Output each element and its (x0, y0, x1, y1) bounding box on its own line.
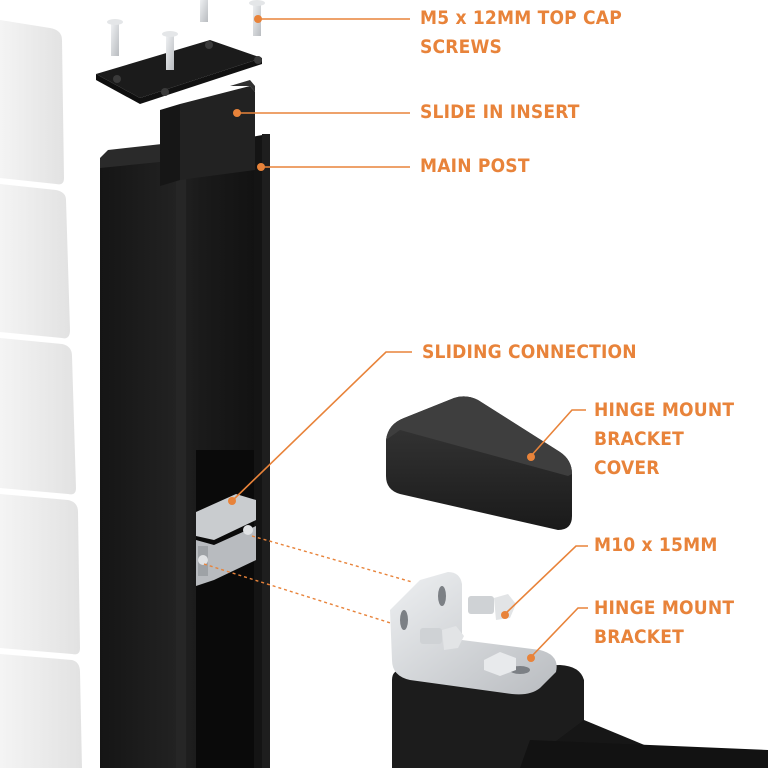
callout-dots (228, 15, 535, 662)
callout-hinge-mount-bracket-cover: HINGE MOUNT BRACKET COVER (594, 396, 734, 483)
screw-icon (200, 0, 208, 22)
sliding-connection-part (196, 494, 256, 586)
callout-main-post: MAIN POST (420, 152, 530, 181)
callout-slide-in-insert: SLIDE IN INSERT (420, 98, 580, 127)
callout-line: BRACKET (594, 428, 684, 450)
callout-bolt-size: M10 x 15MM (594, 531, 718, 560)
slide-in-insert (160, 80, 255, 186)
callout-line: M5 x 12MM TOP CAP (420, 7, 622, 29)
callout-sliding-connection: SLIDING CONNECTION (422, 338, 637, 367)
callout-top-cap-screws: M5 x 12MM TOP CAP SCREWS (420, 4, 622, 62)
hinge-mount-bracket-part (390, 572, 557, 695)
callout-hinge-mount-bracket: HINGE MOUNT BRACKET (594, 594, 734, 652)
callout-line: SCREWS (420, 36, 503, 58)
wall-blocks (0, 20, 82, 768)
top-cap-plate (96, 40, 262, 104)
callout-line: HINGE MOUNT (594, 597, 735, 619)
callout-line: BRACKET (594, 626, 684, 648)
callout-line: SLIDING CONNECTION (422, 341, 637, 363)
callout-line: M10 x 15MM (594, 534, 718, 556)
main-post-body (100, 134, 270, 768)
screw-icon (107, 19, 123, 56)
hinge-mount-bracket-cover-part (386, 396, 572, 530)
callout-line: COVER (594, 457, 660, 479)
guide-lines (203, 535, 413, 627)
callout-line: MAIN POST (420, 155, 530, 177)
screw-icon (162, 31, 178, 70)
callout-leaders (231, 18, 588, 658)
callout-line: SLIDE IN INSERT (420, 101, 580, 123)
callout-line: HINGE MOUNT (594, 399, 735, 421)
gate-rail (392, 665, 768, 768)
